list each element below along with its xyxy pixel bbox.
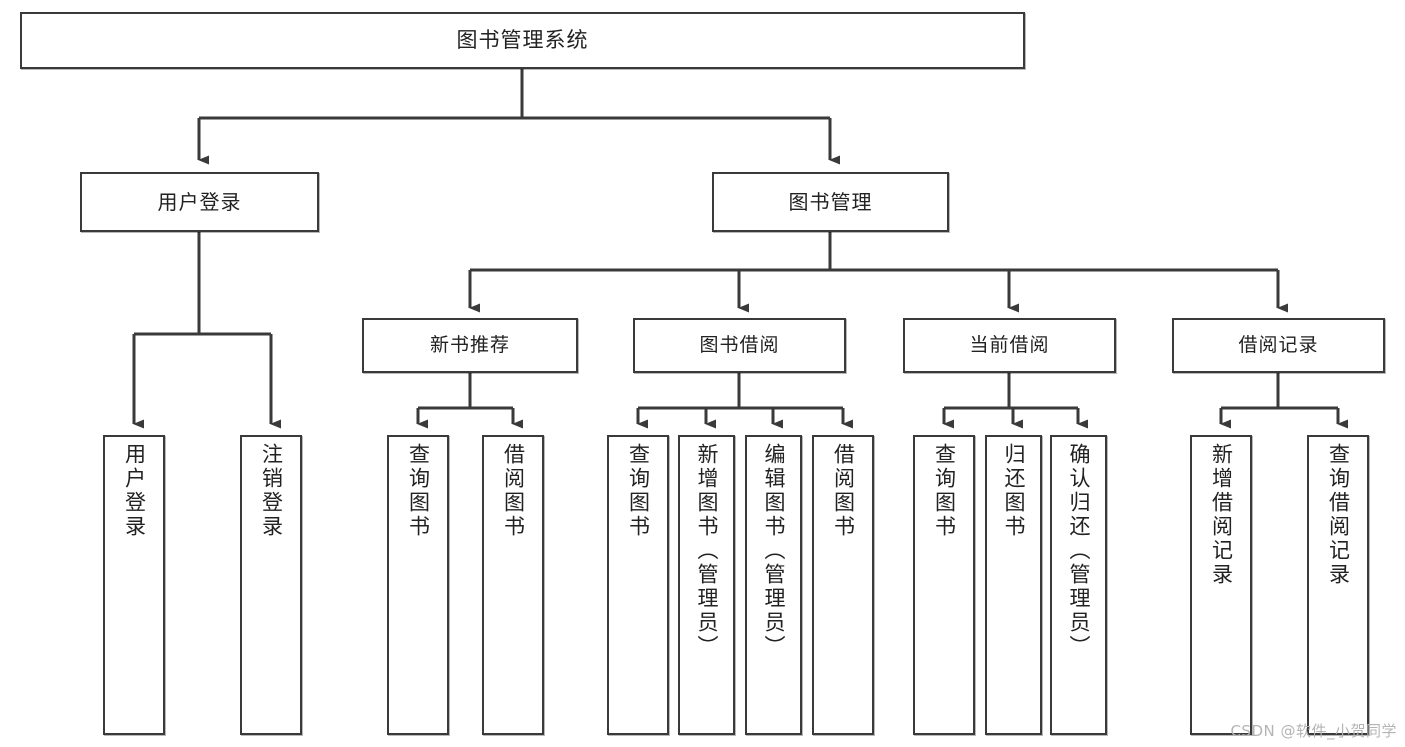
node-label: 用户登录 [157, 189, 242, 214]
node-label: 查询图书 [406, 443, 431, 539]
leaf-borrow-book[interactable]: 借阅图书 [812, 435, 874, 735]
node-book-management[interactable]: 图书管理 [712, 172, 949, 232]
leaf-query-borrow-record[interactable]: 查询借阅记录 [1307, 435, 1369, 735]
leaf-edit-book-admin[interactable]: 编辑图书（管理员） [745, 435, 802, 735]
node-label: 确认归还（管理员） [1067, 443, 1091, 659]
leaf-add-borrow-record[interactable]: 新增借阅记录 [1190, 435, 1252, 735]
leaf-query-book-current[interactable]: 查询图书 [913, 435, 975, 735]
node-label: 用户登录 [122, 443, 147, 539]
csdn-watermark: CSDN @软件_小贺同学 [1230, 722, 1397, 740]
node-book-borrow[interactable]: 图书借阅 [633, 318, 846, 373]
node-label: 借阅图书 [831, 443, 856, 539]
leaf-return-book[interactable]: 归还图书 [985, 435, 1042, 735]
node-label: 图书管理系统 [456, 27, 589, 52]
node-label: 图书借阅 [699, 333, 780, 356]
node-label: 当前借阅 [969, 333, 1050, 356]
leaf-query-book-borrow[interactable]: 查询图书 [607, 435, 669, 735]
node-label: 编辑图书（管理员） [762, 443, 786, 659]
node-current-borrow[interactable]: 当前借阅 [903, 318, 1116, 373]
node-label: 查询图书 [626, 443, 651, 539]
node-label: 注销登录 [259, 443, 284, 539]
node-label: 图书管理 [788, 189, 873, 214]
node-new-book-recommend[interactable]: 新书推荐 [362, 318, 578, 373]
node-label: 新增借阅记录 [1209, 443, 1234, 587]
node-root-system[interactable]: 图书管理系统 [20, 12, 1025, 69]
node-label: 借阅记录 [1238, 333, 1319, 356]
node-label: 查询图书 [932, 443, 957, 539]
leaf-borrow-book-rec[interactable]: 借阅图书 [482, 435, 544, 735]
node-label: 新书推荐 [429, 333, 510, 356]
node-borrow-record[interactable]: 借阅记录 [1172, 318, 1385, 373]
node-label: 新增图书（管理员） [695, 443, 719, 659]
node-label: 归还图书 [1002, 443, 1026, 539]
node-label: 查询借阅记录 [1326, 443, 1351, 587]
leaf-confirm-return-admin[interactable]: 确认归还（管理员） [1050, 435, 1107, 735]
leaf-user-login[interactable]: 用户登录 [103, 435, 165, 735]
leaf-query-book-rec[interactable]: 查询图书 [387, 435, 449, 735]
leaf-add-book-admin[interactable]: 新增图书（管理员） [678, 435, 735, 735]
node-user-login[interactable]: 用户登录 [80, 172, 319, 232]
node-label: 借阅图书 [501, 443, 526, 539]
leaf-logout[interactable]: 注销登录 [240, 435, 302, 735]
